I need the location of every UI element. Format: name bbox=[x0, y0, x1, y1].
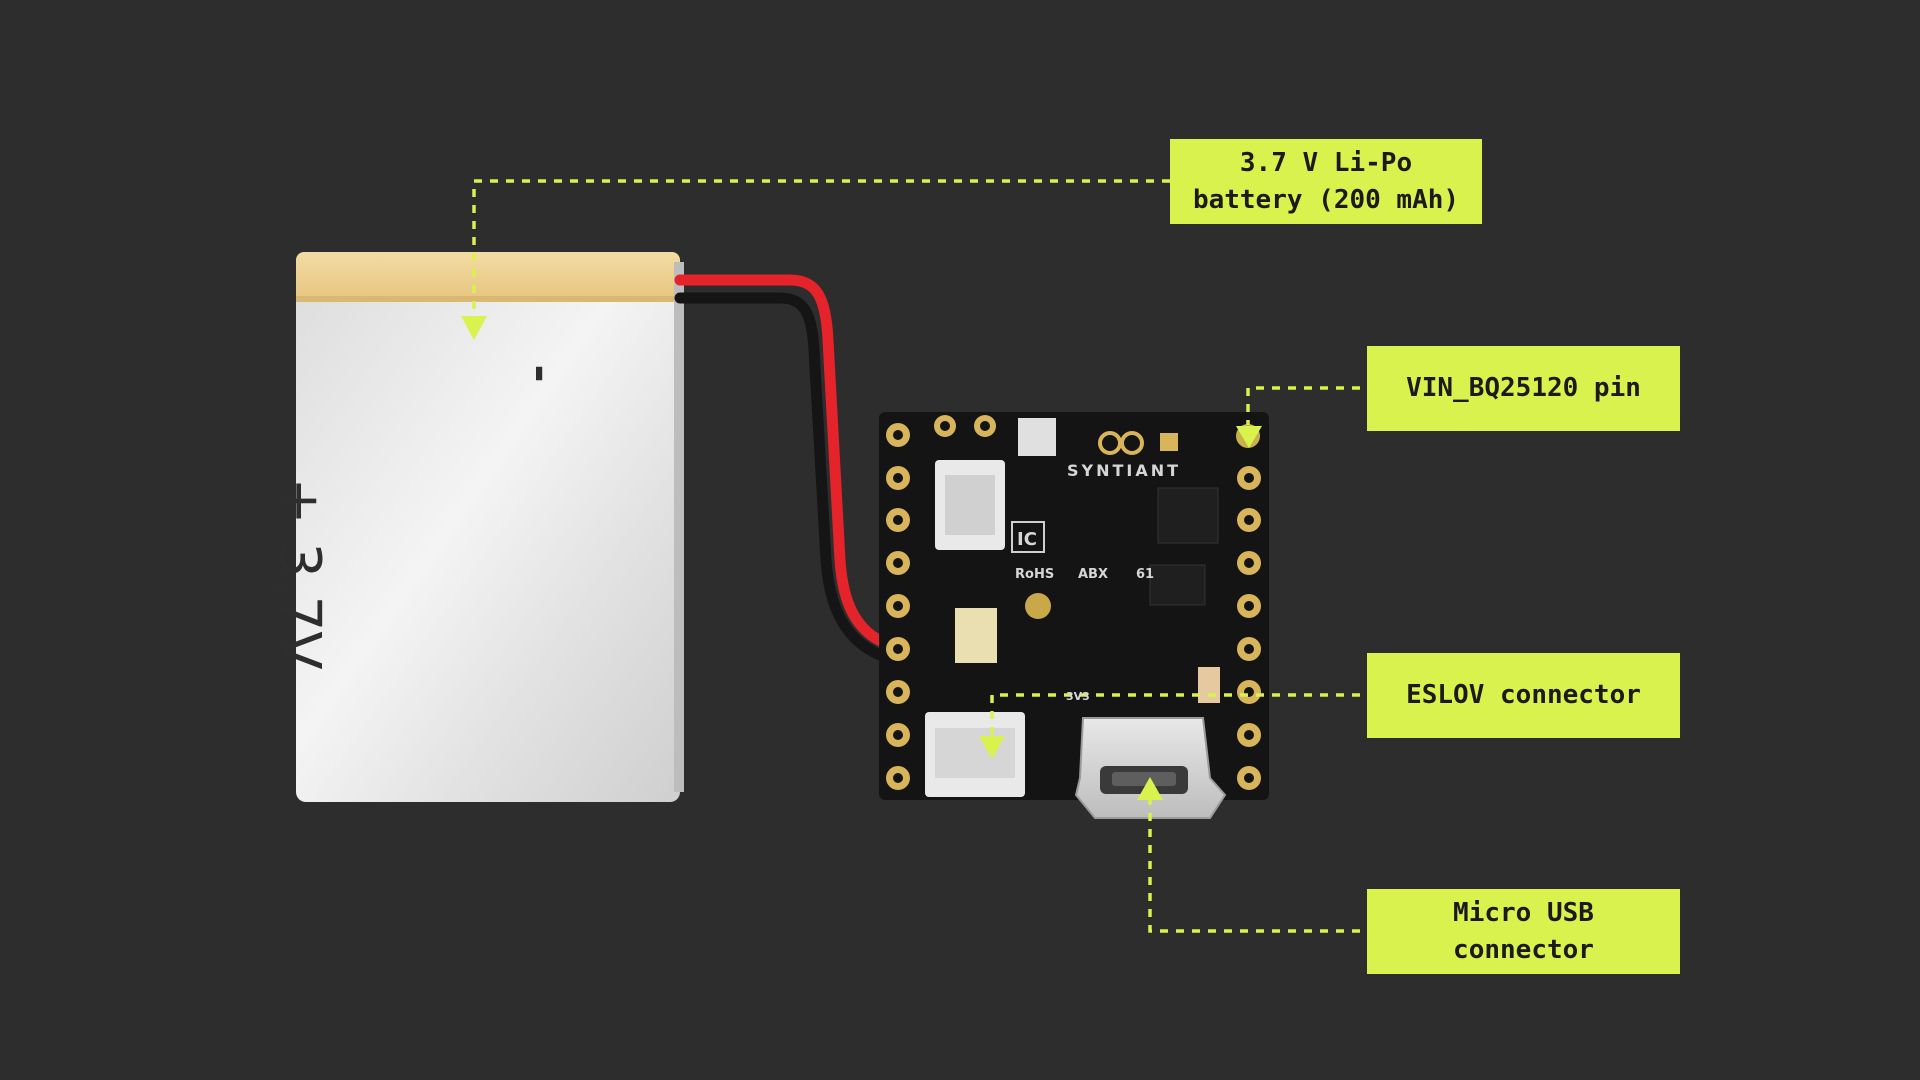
battery-top-seal bbox=[296, 252, 680, 302]
eslov-connector-label: ESLOV connector bbox=[1367, 653, 1680, 738]
micro-usb-label: Micro USB connector bbox=[1367, 889, 1680, 974]
battery-side-edge bbox=[674, 262, 684, 792]
battery-label-line2: battery (200 mAh) bbox=[1193, 182, 1459, 219]
silk-ic: IC bbox=[1017, 529, 1037, 550]
lipo-battery bbox=[296, 252, 684, 802]
eslov-connector-label-text: ESLOV connector bbox=[1406, 677, 1641, 714]
qr-code bbox=[1018, 418, 1056, 456]
battery-seal-edge bbox=[296, 296, 680, 302]
test-pad bbox=[1025, 593, 1051, 619]
chip-small bbox=[1150, 565, 1205, 605]
micro-usb-label-line2: connector bbox=[1453, 932, 1594, 969]
sensor-module bbox=[955, 608, 997, 663]
battery-minus-marking: - bbox=[516, 364, 567, 382]
logo-square bbox=[1160, 433, 1178, 451]
silk-3v3: 3V3 bbox=[1066, 690, 1090, 703]
battery-label-line1: 3.7 V Li-Po bbox=[1240, 145, 1412, 182]
micro-usb-label-line1: Micro USB bbox=[1453, 895, 1594, 932]
battery-voltage-marking: + 3,7V bbox=[267, 478, 332, 670]
chip-square bbox=[1158, 488, 1218, 543]
battery-body bbox=[296, 252, 680, 802]
eslov-component bbox=[1198, 667, 1220, 703]
silk-rohs: RoHS bbox=[1015, 567, 1054, 582]
silk-abx: ABX bbox=[1078, 567, 1108, 582]
vin-pin-label: VIN_BQ25120 pin bbox=[1367, 346, 1680, 431]
battery-label: 3.7 V Li-Po battery (200 mAh) bbox=[1170, 139, 1482, 224]
silk-number: 61 bbox=[1136, 567, 1154, 582]
vin-pin-label-text: VIN_BQ25120 pin bbox=[1406, 370, 1641, 407]
silk-brand: SYNTIANT bbox=[1067, 461, 1181, 480]
